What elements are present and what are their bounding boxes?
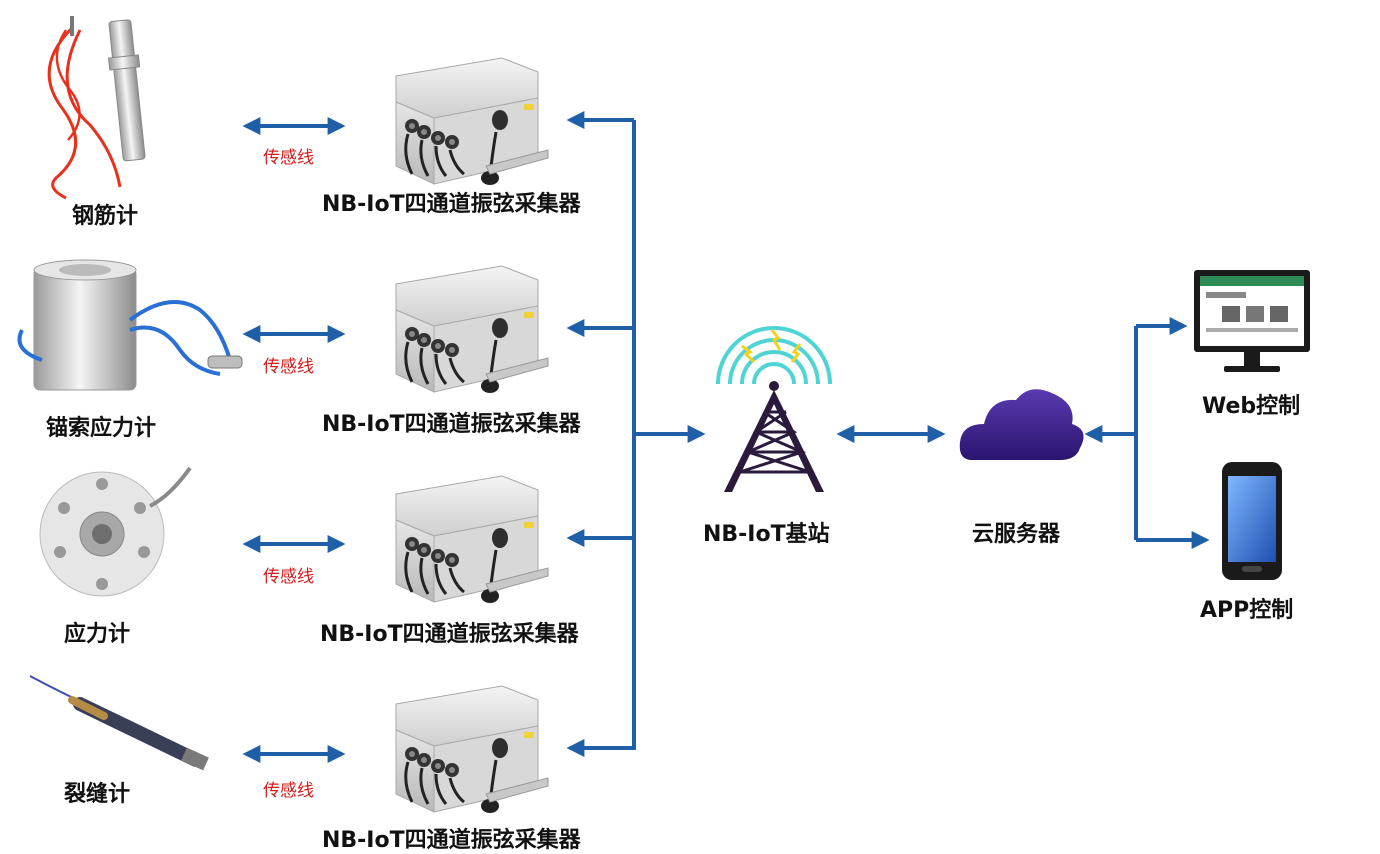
stress-meter-icon: [39, 466, 192, 597]
wire-label: 传感线: [263, 781, 314, 801]
client-links: [1084, 317, 1210, 549]
uplink-bus: [566, 111, 706, 757]
collector-label: NB-IoT四通道振弦采集器: [322, 828, 581, 853]
base-station-label: NB-IoT基站: [703, 522, 830, 547]
sensor-label-anchor-cable-stress-meter: 锚索应力计: [46, 416, 157, 441]
collector-label: NB-IoT四通道振弦采集器: [322, 192, 581, 217]
smartphone-icon: [1222, 462, 1282, 580]
cloud-server-label: 云服务器: [972, 522, 1061, 547]
crack-meter-icon: [29, 675, 209, 771]
rebar-meter-icon: [47, 16, 146, 200]
sensor-label-rebar-meter: 钢筋计: [72, 204, 139, 229]
wire-label: 传感线: [263, 357, 314, 377]
collector-label: NB-IoT四通道振弦采集器: [322, 412, 581, 437]
sensor-links: [242, 117, 346, 763]
wire-label: 传感线: [263, 567, 314, 587]
sensor-label-crack-meter: 裂缝计: [64, 782, 131, 807]
app-control-label: APP控制: [1200, 598, 1294, 623]
collector-label: NB-IoT四通道振弦采集器: [320, 622, 579, 647]
sensor-label-stress-meter: 应力计: [64, 622, 131, 647]
web-control-label: Web控制: [1202, 394, 1301, 419]
anchor-cable-stress-meter-icon: [17, 259, 243, 391]
cloud-icon: [959, 389, 1084, 460]
monitor-icon: [1194, 270, 1310, 372]
cell-tower-icon: [716, 326, 832, 492]
wire-label: 传感线: [263, 148, 314, 168]
